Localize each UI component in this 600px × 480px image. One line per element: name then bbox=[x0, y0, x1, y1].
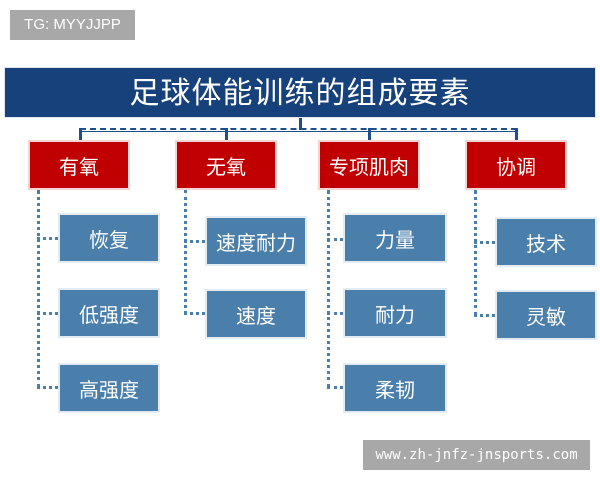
branch-tick bbox=[37, 386, 58, 389]
branch-tick bbox=[474, 241, 495, 244]
category-specific-muscle: 专项肌肉 bbox=[318, 140, 420, 190]
branch-tick bbox=[474, 314, 495, 317]
branch-tick bbox=[327, 312, 343, 315]
item-strength: 力量 bbox=[343, 213, 447, 263]
connector-drop-4 bbox=[515, 128, 518, 140]
branch-tick bbox=[37, 237, 58, 240]
item-recovery: 恢复 bbox=[58, 213, 160, 263]
watermark-top-left: TG: MYYJJPP bbox=[10, 10, 135, 40]
item-low-intensity: 低强度 bbox=[58, 288, 160, 338]
category-connector-line bbox=[80, 128, 517, 132]
connector-drop-2 bbox=[225, 128, 228, 140]
category-aerobic: 有氧 bbox=[28, 140, 130, 190]
item-high-intensity: 高强度 bbox=[58, 363, 160, 413]
item-flexibility: 柔韧 bbox=[343, 363, 447, 413]
title-connector bbox=[299, 118, 302, 130]
branch-line-anaerobic bbox=[184, 190, 187, 314]
item-endurance: 耐力 bbox=[343, 288, 447, 338]
connector-drop-1 bbox=[79, 128, 82, 140]
category-anaerobic: 无氧 bbox=[175, 140, 277, 190]
branch-line-coordination bbox=[474, 190, 477, 316]
item-agility: 灵敏 bbox=[495, 290, 597, 340]
watermark-bottom-right: www.zh-jnfz-jnsports.com bbox=[363, 440, 590, 470]
branch-tick bbox=[184, 240, 205, 243]
branch-tick bbox=[37, 312, 58, 315]
item-speed-endurance: 速度耐力 bbox=[205, 216, 307, 266]
connector-drop-3 bbox=[368, 128, 371, 140]
branch-line-aerobic bbox=[37, 190, 40, 388]
item-technique: 技术 bbox=[495, 217, 597, 267]
branch-tick bbox=[327, 238, 343, 241]
branch-line-specific-muscle bbox=[327, 190, 330, 388]
item-speed: 速度 bbox=[205, 289, 307, 339]
branch-tick bbox=[184, 312, 205, 315]
diagram-title: 足球体能训练的组成要素 bbox=[4, 67, 596, 118]
branch-tick bbox=[327, 386, 343, 389]
category-coordination: 协调 bbox=[465, 140, 567, 190]
